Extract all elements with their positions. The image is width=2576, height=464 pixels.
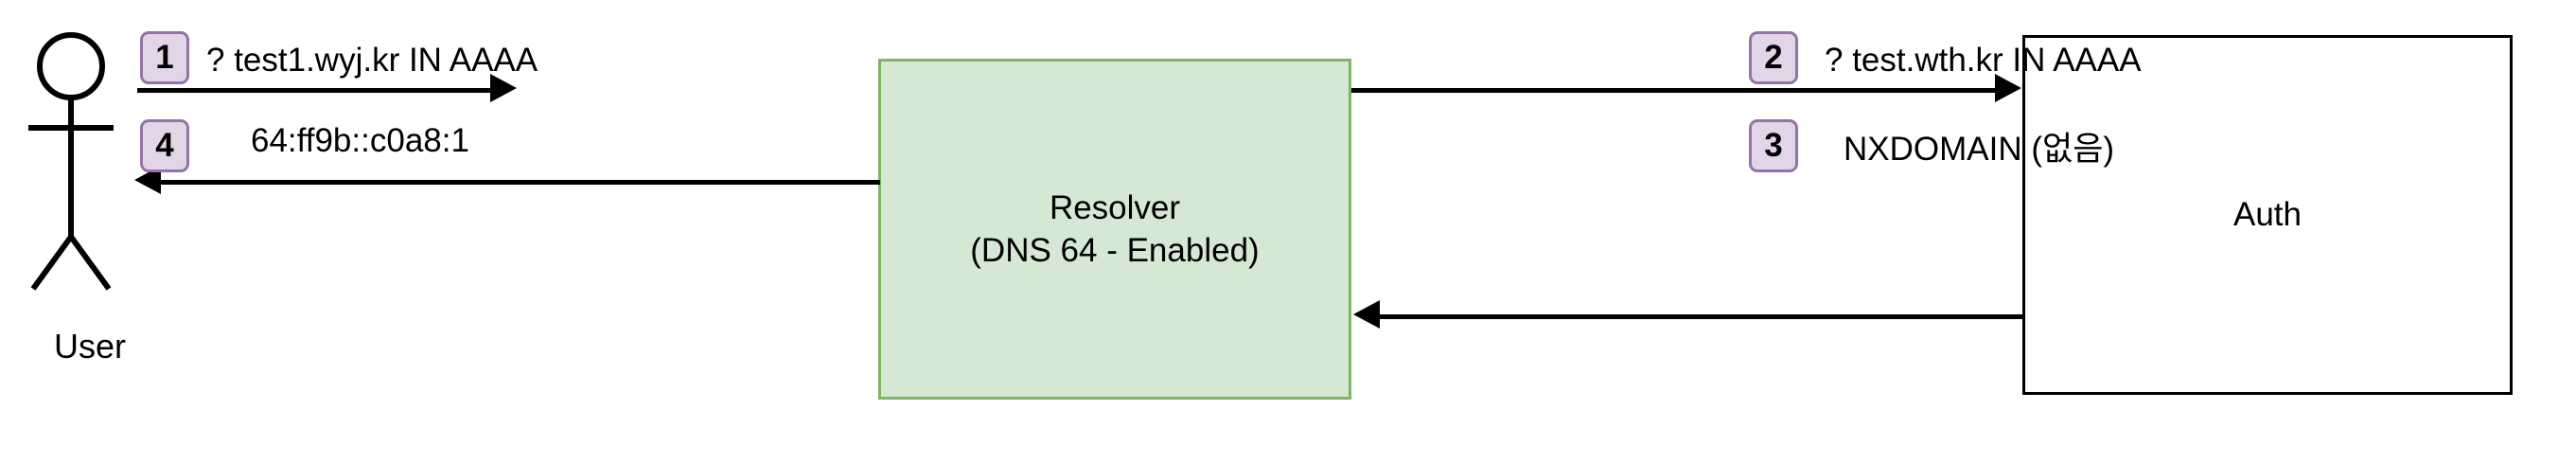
- edge-2-label: ? test.wth.kr IN AAAA: [1825, 42, 2142, 79]
- edge-3-line: [1380, 314, 2023, 319]
- edge-4-line: [161, 180, 880, 185]
- node-auth[interactable]: Auth: [2022, 35, 2513, 395]
- edge-4-label: 64:ff9b::c0a8:1: [251, 122, 469, 159]
- edge-1-arrowhead: [490, 74, 517, 102]
- step-badge-1[interactable]: 1: [140, 31, 189, 84]
- edge-3-arrowhead: [1353, 300, 1380, 329]
- step-badge-3[interactable]: 3: [1749, 119, 1798, 172]
- edge-1-label: ? test1.wyj.kr IN AAAA: [206, 42, 538, 79]
- stick-figure-actor-icon: [28, 32, 114, 291]
- edge-2-arrowhead: [1995, 74, 2021, 102]
- node-resolver[interactable]: Resolver (DNS 64 - Enabled): [878, 59, 1351, 400]
- edge-3-label: NXDOMAIN (없음): [1844, 131, 2115, 168]
- node-resolver-subtitle: (DNS 64 - Enabled): [970, 232, 1260, 269]
- actor-label-user: User: [53, 327, 126, 366]
- step-badge-2[interactable]: 2: [1749, 31, 1798, 84]
- node-resolver-title: Resolver: [1049, 188, 1181, 226]
- edge-2-line: [1351, 88, 1995, 93]
- step-badge-4[interactable]: 4: [140, 119, 189, 172]
- node-auth-title: Auth: [2233, 196, 2302, 234]
- edge-1-line: [137, 88, 492, 93]
